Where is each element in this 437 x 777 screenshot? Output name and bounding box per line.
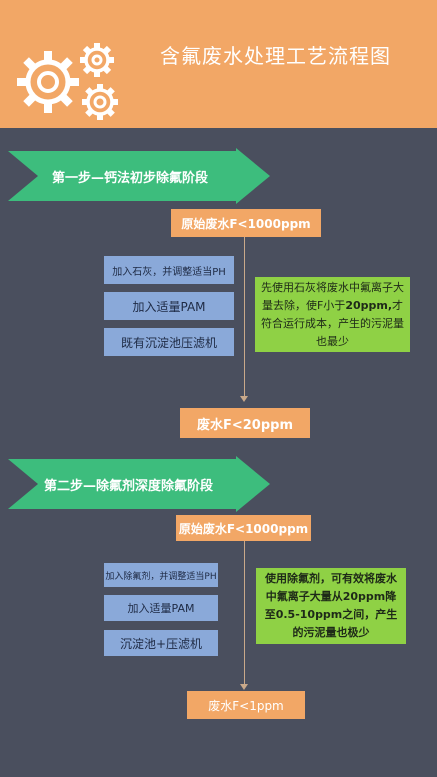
step2-note-text-b: 20ppm [342,590,386,603]
step2-banner: 第二步—除氟剂深度除氟阶段 [8,456,278,512]
step1-banner-label: 第一步—钙法初步除氟阶段 [52,171,209,186]
step2-action-3: 沉淀池+压滤机 [104,630,218,656]
step1-action-2: 加入适量PAM [104,292,234,320]
step2-note-text-c: 降至 [264,590,397,621]
step2-flow-arrowhead [240,684,248,690]
step2-note-text-a: 使用除氟剂，可有效将废水中氟离子大量从 [265,572,397,603]
step2-banner-label: 第二步—除氟剂深度除氟阶段 [44,479,214,494]
step2-note: 使用除氟剂，可有效将废水中氟离子大量从20ppm降至0.5-10ppm之间，产生… [256,568,406,644]
step1-note-text-b: 20ppm, [345,298,393,312]
step2-action-1: 加入除氟剂，并调整适当PH [104,563,218,587]
step2-note-text-d: 0.5-10ppm [275,608,343,621]
step2-note-text-e: 之间，产生的污泥量也极少 [292,608,398,639]
step1-note: 先使用石灰将废水中氟离子大量去除，使F小于20ppm,才符合运行成本，产生的污泥… [255,277,410,352]
step2-output-box: 废水F<1ppm [187,691,305,719]
step2-arrow-shape [8,456,270,512]
step2-flow-line [244,541,245,685]
header-banner: 含氟废水处理工艺流程图 [0,0,437,128]
step2-action-2: 加入适量PAM [104,595,218,621]
step1-note-text-c: 才符合运行成本，产生的污泥量也最少 [261,298,404,348]
step1-flow-line [244,237,245,397]
gears-icon [17,43,118,120]
step1-input-box: 原始废水F<1000ppm [171,209,321,237]
page-title: 含氟废水处理工艺流程图 [160,44,391,68]
step1-flow-arrowhead [240,396,248,402]
step2-input-box: 原始废水F<1000ppm [176,515,311,541]
step1-output-box: 废水F<20ppm [180,408,310,438]
step1-arrow-shape [8,148,270,204]
step1-note-text-a: 先使用石灰将废水中氟离子大量去除，使F小于 [261,280,404,312]
step1-banner: 第一步—钙法初步除氟阶段 [8,148,278,204]
step1-action-3: 既有沉淀池压滤机 [104,328,234,356]
step1-action-1: 加入石灰，并调整适当PH [104,256,234,284]
